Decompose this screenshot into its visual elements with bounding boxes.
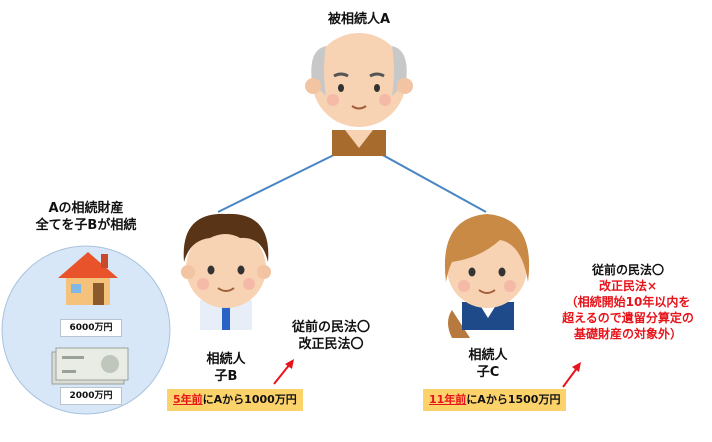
grandfather-a-avatar bbox=[305, 33, 413, 156]
arrow-c bbox=[562, 362, 581, 388]
heir-c-reason-1: （相続開始10年以内を bbox=[565, 295, 691, 309]
house-icon bbox=[58, 252, 118, 305]
heir-b-law-new: 改正民法〇 bbox=[298, 337, 364, 352]
heir-b-gift-years: 5年前 bbox=[173, 393, 203, 406]
heir-b-law: 従前の民法〇 改正民法〇 bbox=[278, 319, 384, 353]
heir-c-avatar bbox=[444, 214, 530, 338]
banknote-icon bbox=[51, 347, 129, 385]
heir-c-law: 従前の民法〇 改正民法× （相続開始10年以内を 超えるので遺留分算定の 基礎財… bbox=[548, 262, 708, 342]
heir-c-line1: 相続人 bbox=[468, 348, 508, 363]
heir-b-gift-text: にAから1000万円 bbox=[202, 393, 297, 406]
heir-b-label: 相続人 子B bbox=[196, 351, 256, 385]
estate-title-line2: 全てを子Bが相続 bbox=[35, 218, 137, 233]
heir-c-reason-3: 基礎財産の対象外） bbox=[573, 327, 682, 341]
estate-title-line1: Aの相続財産 bbox=[48, 201, 124, 216]
heir-c-law-old: 従前の民法〇 bbox=[591, 263, 664, 277]
estate-amount-house: 6000万円 bbox=[60, 319, 122, 337]
heir-b-line2: 子B bbox=[214, 369, 238, 384]
heir-c-gift-years: 11年前 bbox=[429, 393, 467, 406]
heir-b-law-old: 従前の民法〇 bbox=[291, 320, 370, 335]
arrow-b bbox=[273, 359, 294, 385]
heir-c-line2: 子C bbox=[476, 365, 500, 380]
heir-c-label: 相続人 子C bbox=[458, 347, 518, 381]
heir-b-line1: 相続人 bbox=[206, 352, 246, 367]
heir-c-law-new: 改正民法× bbox=[598, 279, 658, 293]
heir-b-avatar bbox=[181, 213, 271, 330]
estate-title: Aの相続財産 全てを子Bが相続 bbox=[8, 200, 164, 234]
estate-amount-cash: 2000万円 bbox=[60, 387, 122, 405]
tree-line-right bbox=[369, 147, 487, 213]
heir-c-gift-note: 11年前にAから1500万円 bbox=[423, 389, 567, 411]
heir-c-reason-2: 超えるので遺留分算定の bbox=[562, 311, 694, 325]
heir-b-gift-note: 5年前にAから1000万円 bbox=[167, 389, 303, 411]
top-person-label: 被相続人A bbox=[327, 12, 391, 27]
heir-c-gift-text: にAから1500万円 bbox=[466, 393, 561, 406]
tree-line-left bbox=[217, 147, 349, 213]
